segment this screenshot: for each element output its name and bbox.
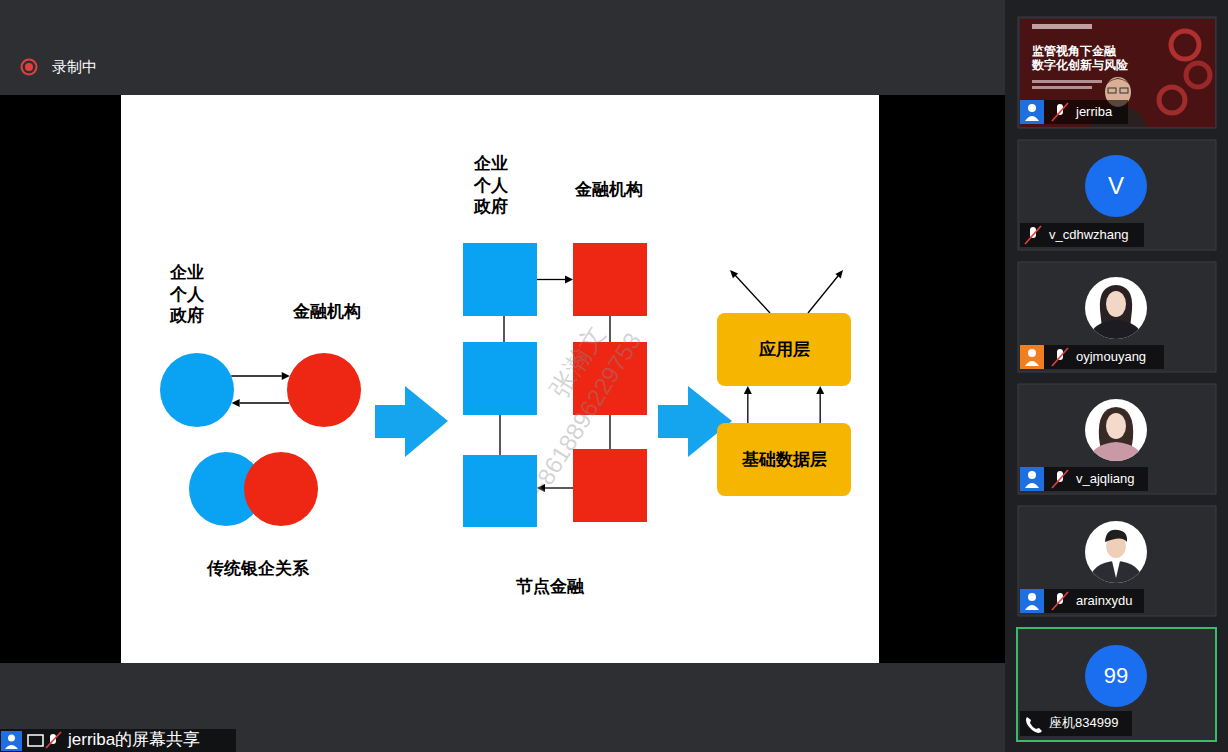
speaker-thumbnail	[1020, 19, 1215, 127]
connector-arrow	[816, 386, 824, 423]
layer-box: 基础数据层	[717, 423, 851, 496]
video-tiles	[1017, 17, 1216, 741]
node-label: 基础数据层	[717, 449, 851, 469]
record-icon	[22, 60, 37, 75]
share-title: jerriba的屏幕共享	[68, 730, 200, 750]
connector-arrow	[537, 276, 573, 284]
overlap-circles	[189, 452, 318, 526]
record-status: 录制中	[52, 58, 97, 76]
layer-box: 应用层	[717, 313, 851, 386]
phone-icon	[1026, 717, 1042, 733]
participant-name: v_ajqliang	[1076, 471, 1135, 487]
avatar-photo	[1085, 277, 1147, 342]
name-chip	[1020, 100, 1164, 736]
connector-arrow	[744, 386, 752, 423]
party-circle: 企业 个人 政府	[160, 353, 234, 427]
avatar-initial: V	[1108, 172, 1124, 201]
participant-name: 座机834999	[1049, 715, 1118, 731]
participant-name: arainxydu	[1076, 593, 1132, 609]
participant-name: oyjmouyang	[1076, 349, 1146, 365]
participant-name: jerriba	[1076, 104, 1112, 120]
slide	[121, 95, 879, 663]
circle-outline	[287, 353, 361, 427]
avatar-initial: 99	[1104, 663, 1128, 689]
node-label: 应用层	[717, 339, 851, 359]
node-heading: 金融机构	[575, 179, 643, 201]
share-band	[0, 95, 1005, 663]
user-icon	[1020, 100, 1044, 613]
bank-circle: 金融机构	[287, 353, 361, 427]
bank-square: 金融机构	[573, 243, 647, 316]
connector-arrow	[231, 372, 290, 380]
caption-text: 传统银企关系	[207, 559, 309, 579]
avatar-photo	[1085, 399, 1147, 464]
connector-arrow	[232, 399, 290, 407]
caption-text: 节点金融	[516, 577, 584, 597]
participant-panel	[1005, 0, 1228, 752]
avatar-photo	[1085, 521, 1147, 586]
node-heading: 金融机构	[293, 301, 361, 323]
node-heading: 企业 个人 政府	[170, 262, 204, 327]
node-heading: 企业 个人 政府	[474, 153, 508, 218]
mic-muted-icon	[1025, 103, 1068, 610]
party-square: 企业 个人 政府	[463, 243, 537, 316]
thumbnail-title: 监管视角下金融 数字化创新与风险	[1032, 44, 1128, 73]
output-arrows	[730, 270, 843, 313]
circle-outline	[160, 353, 234, 427]
participant-name: v_cdhwzhang	[1049, 227, 1129, 243]
share-strip	[0, 729, 236, 752]
